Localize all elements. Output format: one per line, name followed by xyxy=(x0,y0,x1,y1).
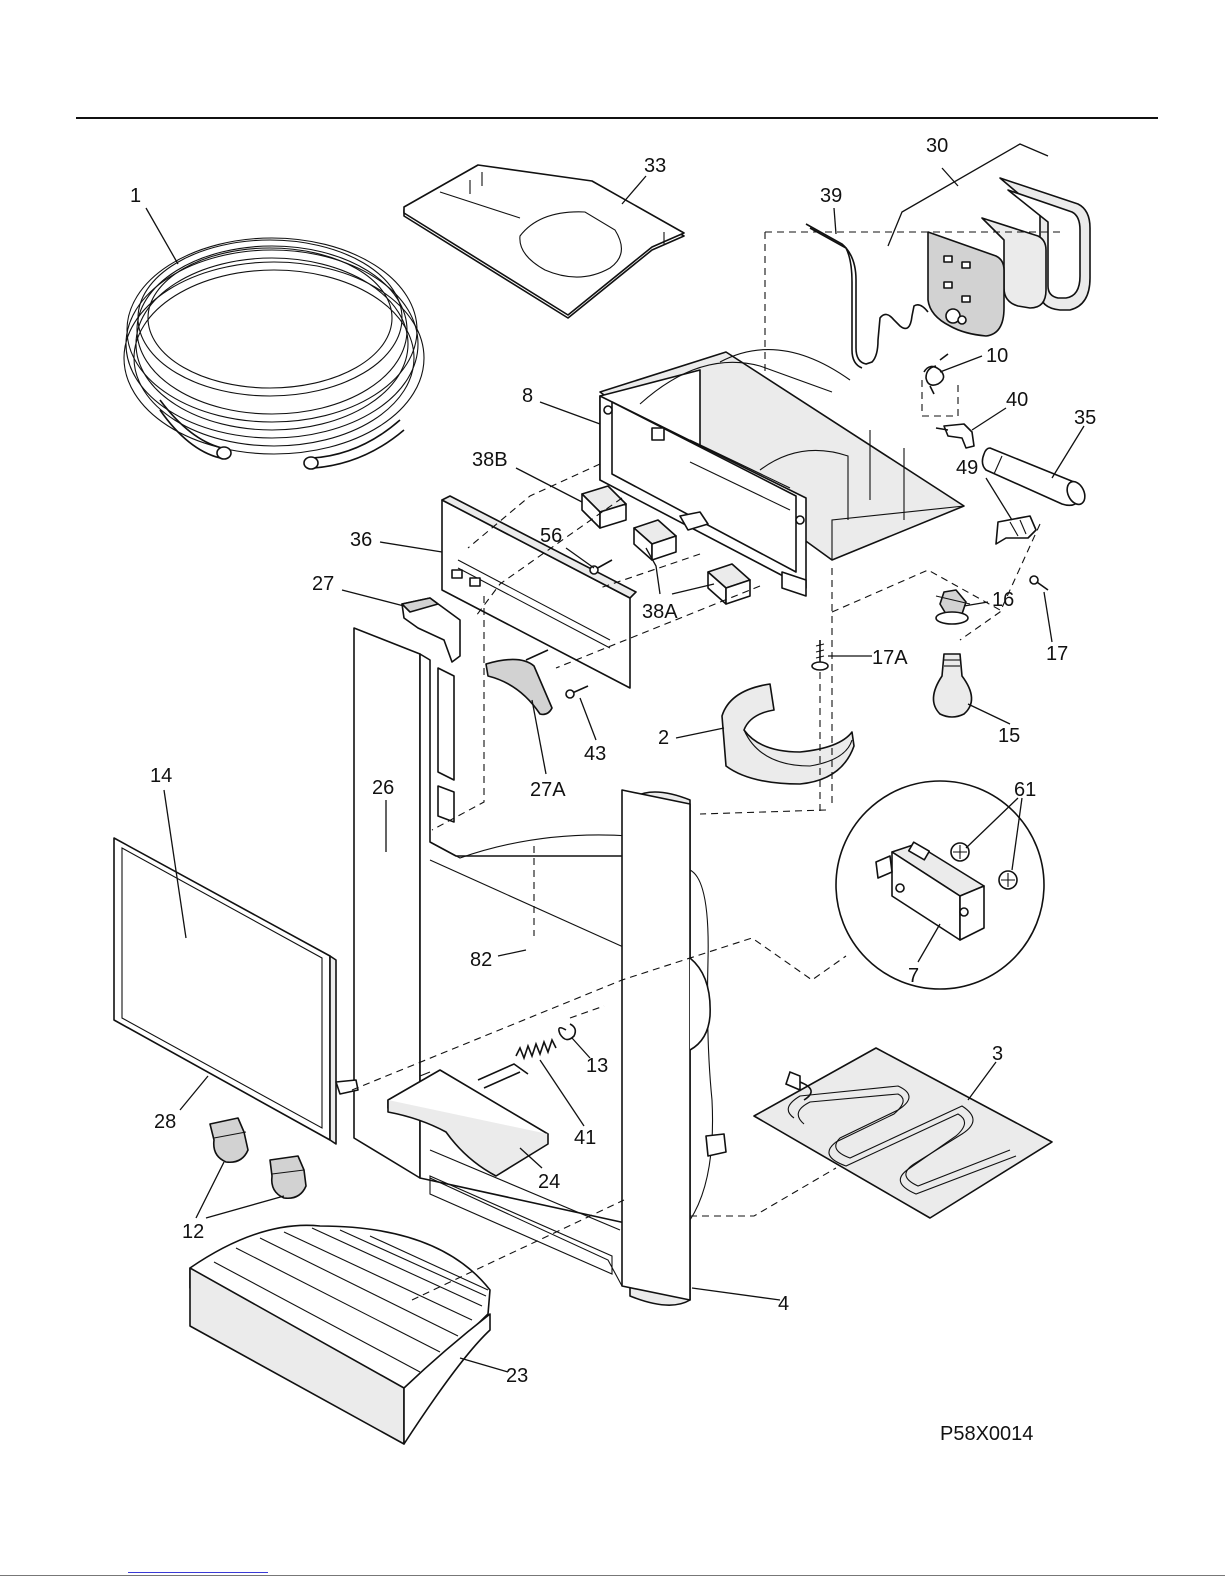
label-16: 16 xyxy=(992,589,1014,611)
label-12: 12 xyxy=(182,1221,204,1243)
label-56: 56 xyxy=(540,525,562,547)
label-1: 1 xyxy=(130,185,141,207)
label-27: 27 xyxy=(312,573,334,595)
label-23: 23 xyxy=(506,1365,528,1387)
footer-link-underline[interactable] xyxy=(128,1572,268,1573)
part-49-bracket xyxy=(996,516,1036,544)
label-38B: 38B xyxy=(472,449,508,471)
part-43-screw xyxy=(566,686,588,698)
part-10-spring xyxy=(924,354,948,394)
label-30: 30 xyxy=(926,135,948,157)
label-35: 35 xyxy=(1074,407,1096,429)
part-4-door-frame xyxy=(354,628,726,1305)
footer-rule xyxy=(0,1575,1225,1576)
part-38A-switch-1 xyxy=(634,520,676,560)
part-15-bulb xyxy=(933,654,971,717)
label-8: 8 xyxy=(522,385,533,407)
part-2-chute-ring xyxy=(722,684,854,784)
label-82: 82 xyxy=(470,949,492,971)
label-14: 14 xyxy=(150,765,172,787)
label-33: 33 xyxy=(644,155,666,177)
label-61: 61 xyxy=(1014,779,1036,801)
part-12-hinge-1 xyxy=(210,1118,248,1162)
part-38A-switch-2 xyxy=(708,564,750,604)
label-17A: 17A xyxy=(872,647,908,669)
label-7: 7 xyxy=(908,965,919,987)
part-14-panel xyxy=(114,838,336,1144)
part-30-flap-assembly xyxy=(928,178,1090,336)
part-16-lamp-socket xyxy=(936,590,970,624)
part-23-drip-tray xyxy=(190,1225,490,1444)
part-17A-screw xyxy=(812,640,828,670)
label-15: 15 xyxy=(998,725,1020,747)
label-2: 2 xyxy=(658,727,669,749)
part-3-heater-pad xyxy=(754,1048,1052,1218)
label-27A: 27A xyxy=(530,779,566,801)
label-17: 17 xyxy=(1046,643,1068,665)
diagram-code: P58X0014 xyxy=(940,1423,1033,1445)
label-26: 26 xyxy=(372,777,394,799)
part-40-lever xyxy=(936,424,974,448)
label-4: 4 xyxy=(778,1293,789,1315)
part-39-wire-arm xyxy=(806,224,928,364)
part-33-cover-plate xyxy=(404,165,684,318)
label-49: 49 xyxy=(956,457,978,479)
label-36: 36 xyxy=(350,529,372,551)
label-10: 10 xyxy=(986,345,1008,367)
part-1-tubing-coil xyxy=(124,238,424,469)
label-39: 39 xyxy=(820,185,842,207)
label-3: 3 xyxy=(992,1043,1003,1065)
label-24: 24 xyxy=(538,1171,560,1193)
label-38A: 38A xyxy=(642,601,678,623)
label-43: 43 xyxy=(584,743,606,765)
label-40: 40 xyxy=(1006,389,1028,411)
label-41: 41 xyxy=(574,1127,596,1149)
label-28: 28 xyxy=(154,1111,176,1133)
part-12-hinge-2 xyxy=(270,1156,306,1198)
part-61-fastener-1 xyxy=(951,843,969,861)
part-17-screw xyxy=(1030,576,1048,590)
part-27A-paddle xyxy=(486,650,552,714)
part-61-fastener-2 xyxy=(999,871,1017,889)
label-13: 13 xyxy=(586,1055,608,1077)
